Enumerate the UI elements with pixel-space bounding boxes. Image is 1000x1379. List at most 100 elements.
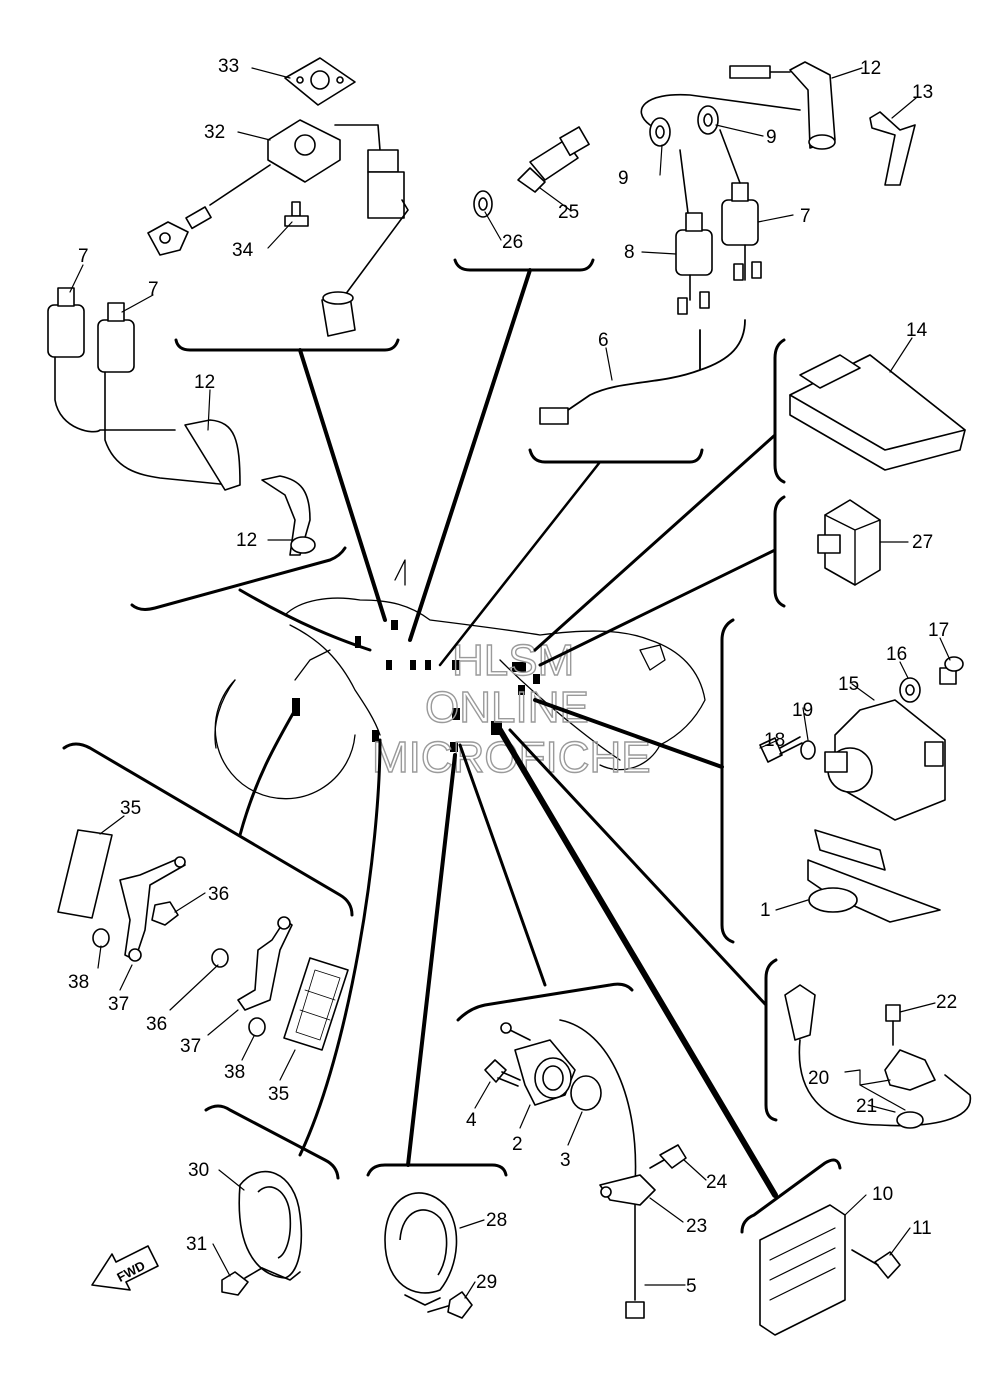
part-pickup-2 <box>500 1022 576 1106</box>
callout-34: 34 <box>232 240 254 261</box>
part-ignition-coils-left <box>47 287 316 556</box>
part-screw-24 <box>649 1144 687 1169</box>
part-sub-harness-6 <box>539 319 746 425</box>
part-bolt-29 <box>427 1291 473 1319</box>
callout-5: 5 <box>686 1276 697 1297</box>
callout-9-left: 9 <box>618 168 629 189</box>
part-bracket-37-left <box>119 856 186 962</box>
callout-12-top: 12 <box>860 58 881 79</box>
watermark: HLSM ONLINE MICROFICHE <box>371 635 651 782</box>
part-bolt-18 <box>759 736 803 763</box>
part-bolt-31 <box>221 1267 263 1296</box>
part-ignition-coils-7-8 <box>675 129 762 315</box>
callout-12-left: 12 <box>194 372 215 393</box>
part-washer-38-right <box>248 1017 266 1037</box>
callout-20: 20 <box>808 1068 829 1089</box>
callout-24: 24 <box>706 1172 728 1193</box>
callout-16: 16 <box>886 644 907 665</box>
callout-22: 22 <box>936 992 957 1013</box>
part-fuel-sender-32 <box>147 119 409 337</box>
part-washer-26 <box>473 190 493 218</box>
callout-4: 4 <box>466 1110 477 1131</box>
part-clamp-23 <box>599 1174 656 1206</box>
callout-35-lower: 35 <box>268 1084 289 1105</box>
watermark-line-2: ONLINE <box>425 683 589 732</box>
part-bracket-37-right <box>237 916 293 1011</box>
part-gasket-33 <box>284 57 356 106</box>
callout-18: 18 <box>764 730 785 751</box>
part-washer-36b <box>211 948 229 968</box>
callout-28: 28 <box>486 1210 507 1231</box>
part-bolt-11 <box>851 1249 901 1279</box>
part-plug-cap-13 <box>869 111 916 186</box>
part-oring-3 <box>570 1075 602 1111</box>
callout-3: 3 <box>560 1150 571 1171</box>
callout-leaders <box>69 67 951 1299</box>
callout-8: 8 <box>624 242 635 263</box>
part-starter-relay-15 <box>824 699 946 821</box>
part-relay-27 <box>817 499 881 586</box>
connector-lines <box>238 268 778 1198</box>
callout-15: 15 <box>838 674 859 695</box>
part-bolt-22 <box>885 1004 901 1046</box>
callout-36-right: 36 <box>208 884 229 905</box>
callout-1: 1 <box>760 900 771 921</box>
callout-14: 14 <box>906 320 928 341</box>
callout-30: 30 <box>188 1160 209 1181</box>
callout-37-lower: 37 <box>180 1036 201 1057</box>
group-brackets <box>62 258 842 1234</box>
callout-11: 11 <box>912 1218 932 1239</box>
connector-markers <box>292 620 540 752</box>
watermark-line-1: HLSM <box>452 636 574 685</box>
callout-31: 31 <box>186 1234 207 1255</box>
part-screw-34 <box>284 201 309 227</box>
callout-32: 32 <box>204 122 225 143</box>
part-grommet-16 <box>899 677 921 703</box>
part-rectifier-10 <box>759 1204 846 1336</box>
callout-2: 2 <box>512 1134 523 1155</box>
part-collar-17 <box>939 656 964 685</box>
callout-7-left: 7 <box>78 246 89 267</box>
callout-26: 26 <box>502 232 523 253</box>
callout-37-left: 37 <box>108 994 129 1015</box>
callout-27: 27 <box>912 532 933 553</box>
callout-38-lower: 38 <box>224 1062 245 1083</box>
part-washer-19 <box>800 740 816 760</box>
part-ecu-14 <box>789 354 966 471</box>
callout-17: 17 <box>928 620 949 641</box>
part-wire-5 <box>559 1019 645 1319</box>
callout-6: 6 <box>598 330 609 351</box>
direction-indicator: FWD <box>91 1245 159 1291</box>
callout-35-left: 35 <box>120 798 141 819</box>
part-bolt-4 <box>484 1059 521 1087</box>
motorcycle-outline <box>214 559 706 800</box>
callout-12-bottom: 12 <box>236 530 257 551</box>
callout-21: 21 <box>856 1096 877 1117</box>
callout-38-left: 38 <box>68 972 89 993</box>
part-rubber-1 <box>807 829 941 923</box>
watermark-line-3: MICROFICHE <box>372 733 651 782</box>
callout-9-right: 9 <box>766 127 777 148</box>
callout-7-top: 7 <box>800 206 811 227</box>
callout-33: 33 <box>218 56 239 77</box>
part-washer-38-left <box>92 928 110 948</box>
callout-numbers: 33 32 34 25 26 12 13 9 9 7 8 6 7 7 12 12… <box>68 56 957 1297</box>
callout-7-mid: 7 <box>148 279 159 300</box>
callout-25: 25 <box>558 202 579 223</box>
part-reflector-35-left <box>57 829 113 919</box>
callout-19: 19 <box>792 700 813 721</box>
callout-29: 29 <box>476 1272 497 1293</box>
part-reflector-35-right <box>283 957 349 1051</box>
part-nut-36 <box>151 901 179 926</box>
callout-23: 23 <box>686 1216 707 1237</box>
part-plug-cap-12-top <box>729 61 836 150</box>
part-sensor-25 <box>517 126 590 193</box>
part-horn-30 <box>238 1170 303 1281</box>
callout-10: 10 <box>872 1184 893 1205</box>
part-sensor-20 <box>784 984 972 1129</box>
callout-13: 13 <box>912 82 933 103</box>
callout-36-lower: 36 <box>146 1014 167 1035</box>
part-horn-28 <box>384 1192 458 1306</box>
